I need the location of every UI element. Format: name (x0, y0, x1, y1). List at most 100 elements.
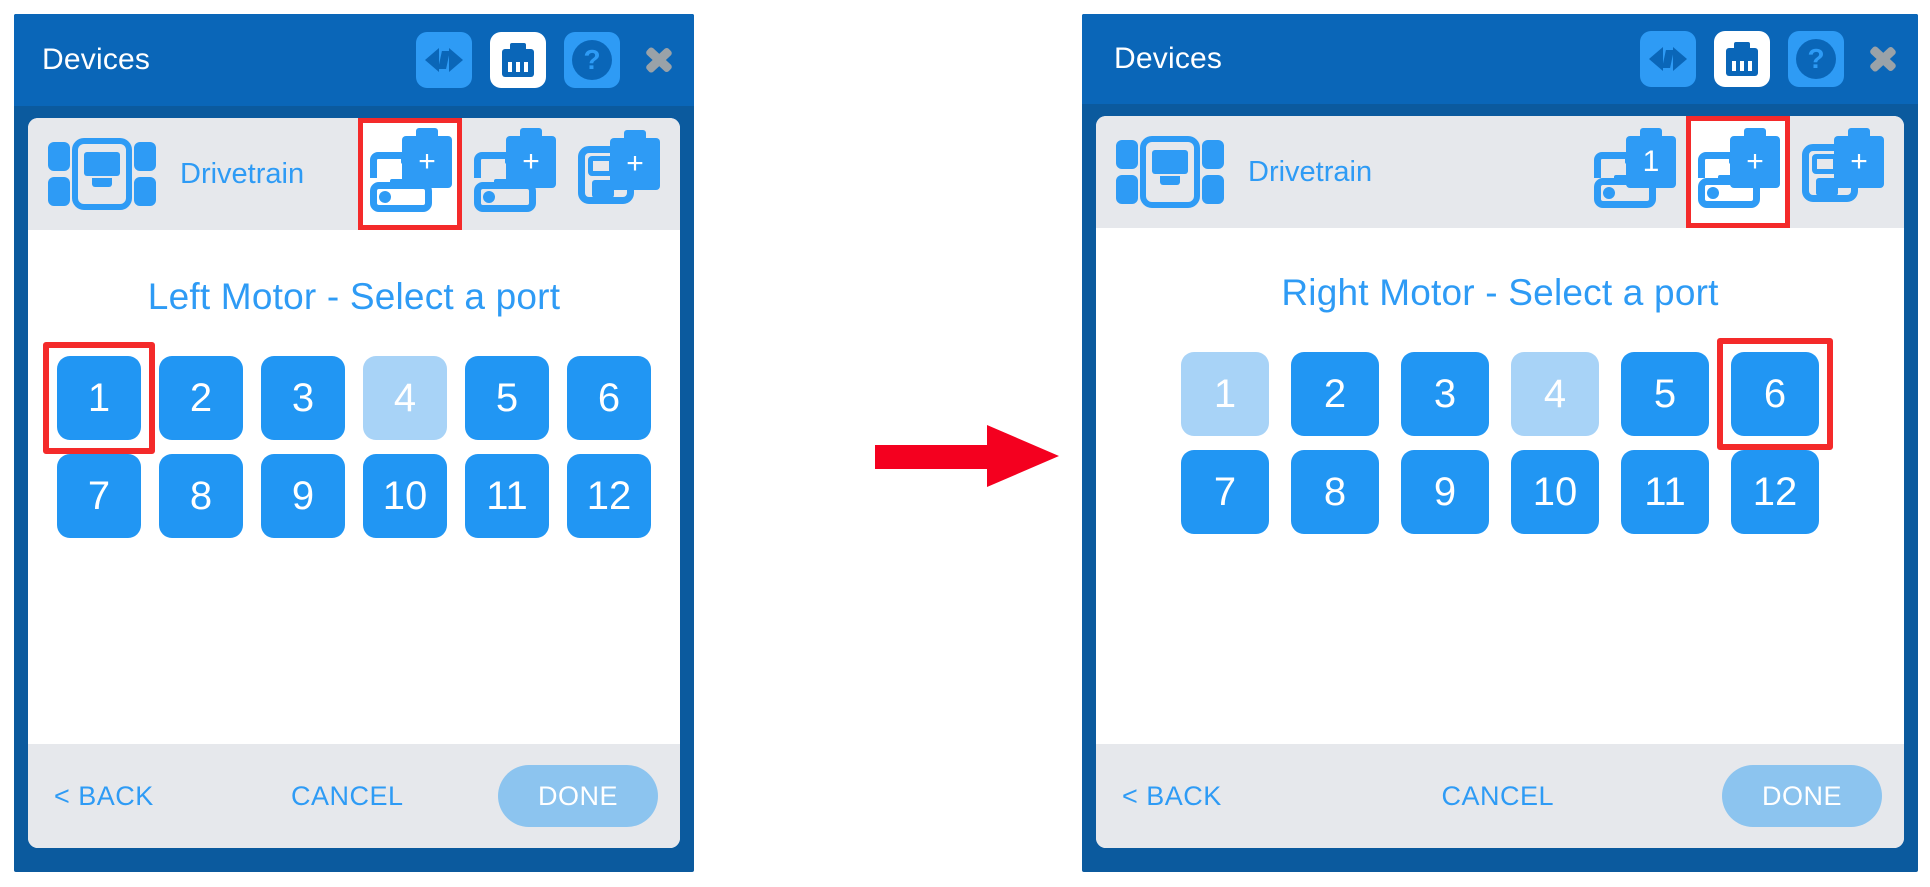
port-select-prompt: Right Motor - Select a port (1281, 272, 1719, 313)
drivetrain-row: Drivetrain + + (28, 118, 680, 230)
port-button-8[interactable]: 8 (159, 454, 243, 538)
device-card: Drivetrain + + (28, 118, 680, 848)
port-button-9[interactable]: 9 (261, 454, 345, 538)
add-motor-slot-2[interactable]: + (1686, 116, 1790, 228)
port-button-wrap: 10 (1511, 450, 1599, 534)
device-panel-right: Devices ? Drivetrain (1082, 14, 1918, 872)
device-card: Drivetrain 1 + (1096, 116, 1904, 848)
page-title: Devices (1114, 42, 1223, 75)
port-button-wrap: 2 (1291, 352, 1379, 436)
port-button-wrap: 12 (1731, 450, 1819, 534)
add-sensor-slot[interactable]: + (1790, 116, 1894, 228)
port-button-3[interactable]: 3 (261, 356, 345, 440)
port-button-wrap: 1 (1181, 352, 1269, 436)
port-button-12[interactable]: 12 (567, 454, 651, 538)
port-button-wrap: 4 (1511, 352, 1599, 436)
titlebar: Devices ? (14, 14, 694, 106)
back-button[interactable]: < BACK (1122, 780, 1222, 811)
device-panel-left: Devices ? Drivetrain (14, 14, 694, 872)
port-button-wrap: 5 (465, 356, 549, 440)
brain-icon (48, 138, 156, 210)
port-button-wrap: 9 (1401, 450, 1489, 534)
port-button-wrap: 3 (261, 356, 345, 440)
add-motor-slot-1[interactable]: + (358, 118, 462, 230)
card-footer: < BACK CANCEL DONE (28, 744, 680, 848)
done-button[interactable]: DONE (1721, 765, 1882, 827)
port-button-11[interactable]: 11 (465, 454, 549, 538)
device-slot-group: + + + (358, 118, 670, 230)
port-button-2[interactable]: 2 (1291, 352, 1379, 436)
page-title: Devices (42, 43, 151, 76)
titlebar: Devices ? (1082, 14, 1918, 104)
device-slot-group: 1 + + (1582, 116, 1894, 228)
help-glyph-label: ? (1796, 39, 1836, 79)
port-button-5[interactable]: 5 (465, 356, 549, 440)
port-button-wrap: 7 (1181, 450, 1269, 534)
port-button-wrap: 10 (363, 454, 447, 538)
chevron-right-icon[interactable] (1868, 32, 1902, 86)
port-button-8[interactable]: 8 (1291, 450, 1379, 534)
port-button-10[interactable]: 10 (363, 454, 447, 538)
back-button[interactable]: < BACK (54, 780, 154, 811)
done-button[interactable]: DONE (497, 765, 658, 827)
add-sensor-slot[interactable]: + (566, 118, 670, 230)
port-button-wrap: 11 (465, 454, 549, 538)
slot-badge: + (610, 130, 660, 190)
code-icon[interactable] (416, 32, 472, 88)
device-dashboard-icon[interactable] (1714, 31, 1770, 87)
port-button-wrap: 4 (363, 356, 447, 440)
drivetrain-row: Drivetrain 1 + (1096, 116, 1904, 228)
port-button-1: 1 (1181, 352, 1269, 436)
port-button-wrap: 3 (1401, 352, 1489, 436)
slot-badge: + (1834, 128, 1884, 188)
port-button-wrap: 6 (567, 356, 651, 440)
port-button-10[interactable]: 10 (1511, 450, 1599, 534)
code-icon[interactable] (1640, 31, 1696, 87)
red-right-arrow-icon (875, 425, 1060, 487)
port-button-wrap: 5 (1621, 352, 1709, 436)
port-button-12[interactable]: 12 (1731, 450, 1819, 534)
add-motor-slot-2[interactable]: + (462, 118, 566, 230)
device-name-label: Drivetrain (180, 157, 305, 190)
titlebar-icon-group: ? (1640, 14, 1902, 104)
port-select-prompt: Left Motor - Select a port (147, 276, 561, 317)
port-button-7[interactable]: 7 (1181, 450, 1269, 534)
slot-badge: + (402, 128, 452, 188)
cancel-button[interactable]: CANCEL (1441, 780, 1555, 811)
slot-badge: + (1730, 128, 1780, 188)
help-icon[interactable]: ? (564, 32, 620, 88)
port-button-wrap: 12 (567, 454, 651, 538)
port-button-wrap: 8 (159, 454, 243, 538)
port-button-5[interactable]: 5 (1621, 352, 1709, 436)
device-name-label: Drivetrain (1248, 155, 1373, 188)
port-button-6[interactable]: 6 (567, 356, 651, 440)
motor-slot-port-1[interactable]: 1 (1582, 116, 1686, 228)
port-button-3[interactable]: 3 (1401, 352, 1489, 436)
device-dashboard-icon[interactable] (490, 32, 546, 88)
help-icon[interactable]: ? (1788, 31, 1844, 87)
slot-badge: 1 (1626, 128, 1676, 188)
slot-badge: + (506, 128, 556, 188)
port-button-11[interactable]: 11 (1621, 450, 1709, 534)
port-button-6[interactable]: 6 (1731, 352, 1819, 436)
chevron-right-icon[interactable] (644, 33, 678, 87)
port-button-wrap: 8 (1291, 450, 1379, 534)
port-button-4: 4 (1511, 352, 1599, 436)
port-button-1[interactable]: 1 (57, 356, 141, 440)
brain-icon (1116, 136, 1224, 208)
port-button-wrap: 7 (57, 454, 141, 538)
card-footer: < BACK CANCEL DONE (1096, 744, 1904, 848)
port-button-wrap: 2 (159, 356, 243, 440)
titlebar-icon-group: ? (416, 14, 678, 106)
cancel-button[interactable]: CANCEL (290, 780, 404, 811)
port-button-7[interactable]: 7 (57, 454, 141, 538)
port-button-wrap: 1 (43, 342, 155, 454)
port-button-4: 4 (363, 356, 447, 440)
port-button-2[interactable]: 2 (159, 356, 243, 440)
port-button-9[interactable]: 9 (1401, 450, 1489, 534)
help-glyph-label: ? (572, 40, 612, 80)
